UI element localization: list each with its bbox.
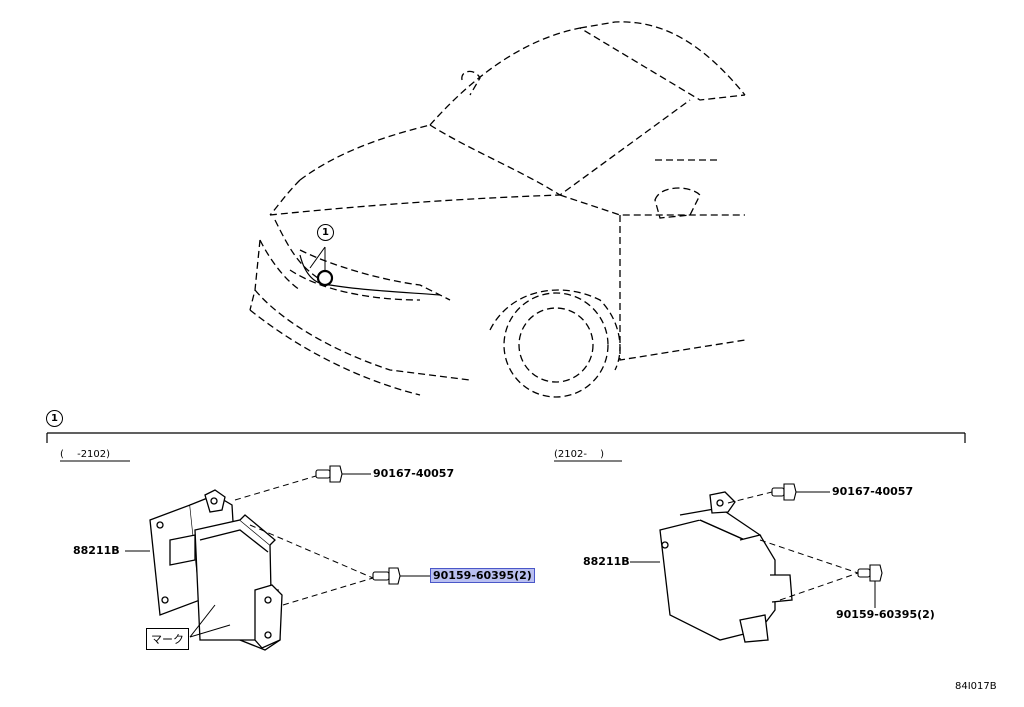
left-bolt-bottom [372,567,401,585]
group-bracket [46,432,966,462]
right-leader-dashed [727,491,859,601]
left-sensor-assembly [149,489,283,651]
mark-label-box: マーク [146,628,189,650]
callout-number-group: 1 [46,410,63,427]
left-bolt-bottom-part[interactable]: 90159-60395(2) [430,568,535,583]
left-leader-dashed [234,475,374,606]
range-right: (2102- ) [554,449,605,460]
left-bolt-top-part[interactable]: 90167-40057 [373,467,455,480]
right-bolt-top-part[interactable]: 90167-40057 [832,485,914,498]
right-leaders [630,491,876,608]
left-bolt-top [315,465,343,483]
right-bolt-top [771,483,797,501]
range-left: ( -2102) [60,449,111,460]
right-sensor-assembly [659,491,793,643]
right-part-88211B[interactable]: 88211B [583,555,630,568]
right-bolt-bottom [857,564,883,582]
callout-number-car: 1 [317,224,334,241]
left-part-88211B[interactable]: 88211B [73,544,120,557]
left-leaders [125,473,430,638]
car-outline [249,21,746,398]
sensor-location-marker [316,269,334,287]
diagram-code: 84I017B [955,681,997,692]
right-bolt-bottom-part[interactable]: 90159-60395(2) [836,608,935,621]
